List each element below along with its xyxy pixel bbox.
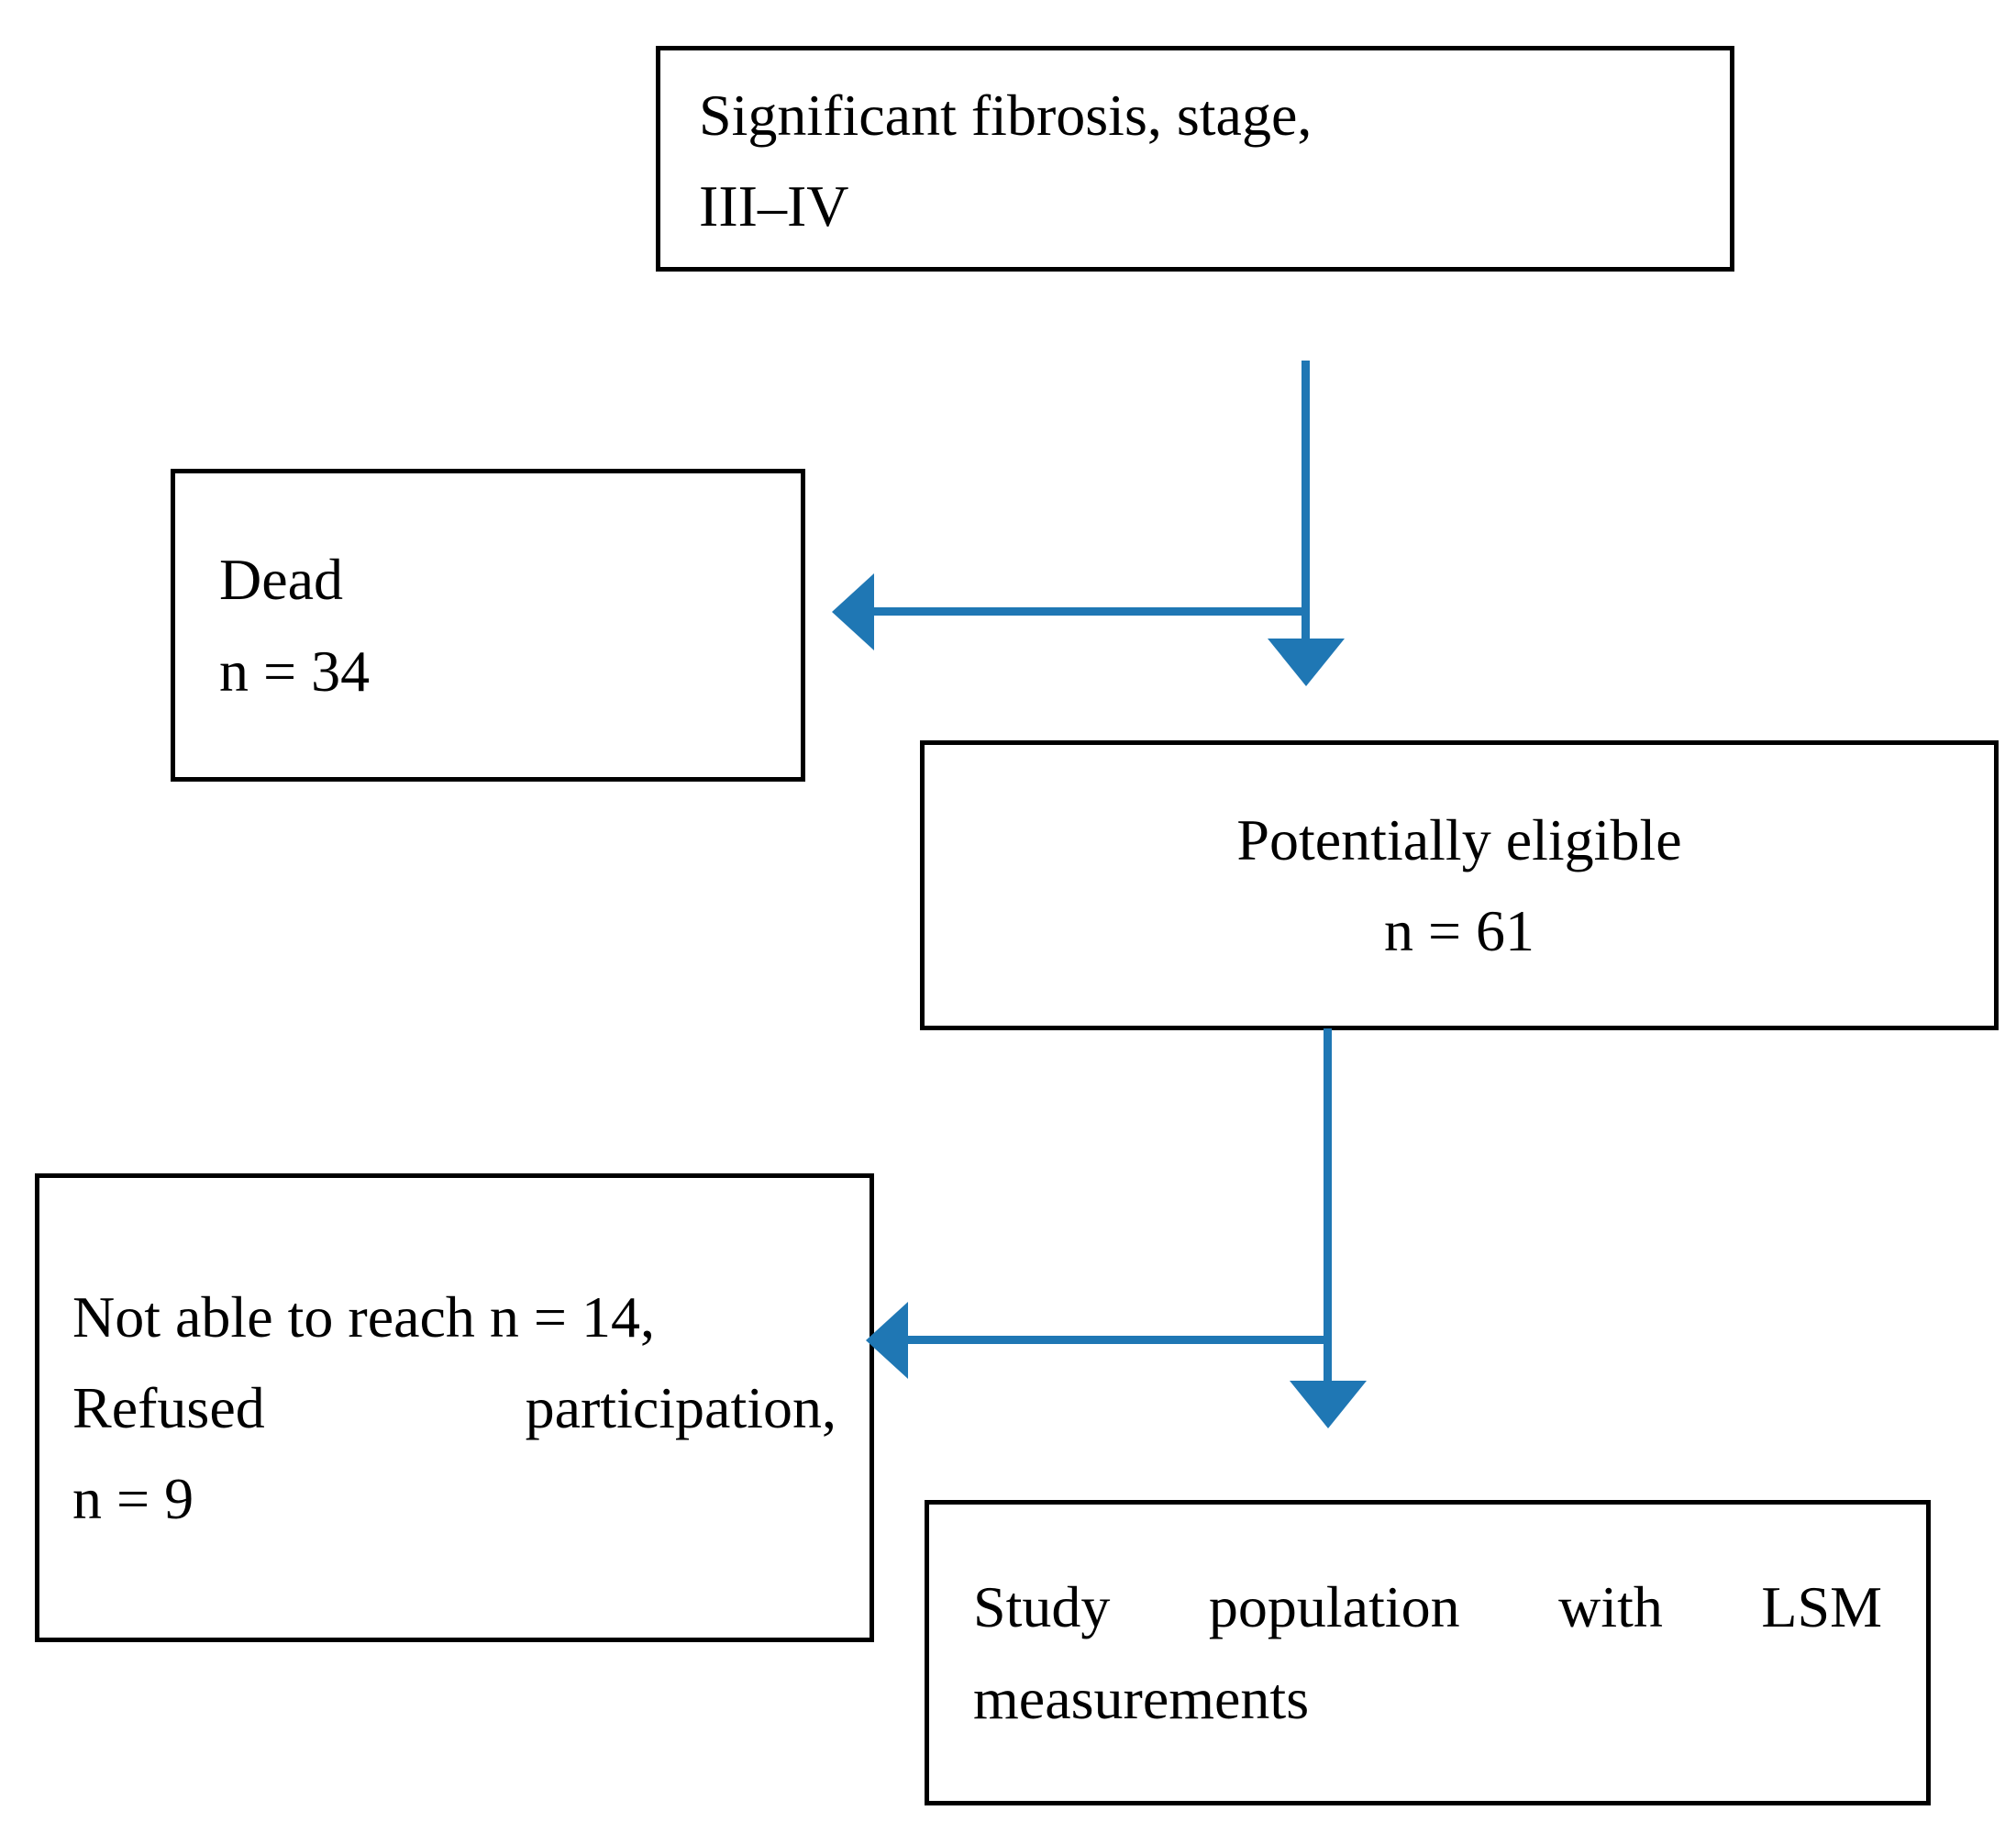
node-study-population-word-lsm: LSM <box>1761 1574 1882 1640</box>
edge-eligible-to-notreach-stem <box>906 1336 1329 1344</box>
node-study-population-word-study: Study <box>973 1574 1111 1640</box>
node-dead-line-2: n = 34 <box>219 638 371 704</box>
node-not-able-to-reach-line-1: Not able to reach n = 14, <box>72 1283 655 1350</box>
node-study-population: Study population with LSM measurements <box>925 1500 1931 1805</box>
node-potentially-eligible-line-2: n = 61 <box>1383 898 1535 963</box>
node-study-population-line-2: measurements <box>973 1665 1310 1731</box>
node-not-able-to-reach-line-3: n = 9 <box>72 1466 194 1532</box>
node-potentially-eligible-line-1: Potentially eligible <box>1236 806 1682 872</box>
node-study-population-word-population: population <box>1208 1574 1460 1640</box>
node-significant-fibrosis: Significant fibrosis, stage, III–IV <box>656 46 1734 272</box>
node-dead-line-1: Dead <box>219 547 344 613</box>
edge-fibrosis-to-dead-arrowhead <box>832 573 874 650</box>
node-not-able-to-reach-line-2: Refused participation, <box>39 1362 870 1453</box>
node-significant-fibrosis-line-1: Significant fibrosis, stage, <box>699 82 1313 148</box>
edge-fibrosis-to-dead-stem <box>871 607 1307 616</box>
node-potentially-eligible: Potentially eligible n = 61 <box>920 740 1999 1030</box>
node-study-population-line-1: Study population with LSM <box>929 1561 1926 1652</box>
node-not-able-to-reach-participation: participation, <box>525 1374 836 1440</box>
node-dead: Dead n = 34 <box>171 469 805 782</box>
node-not-able-to-reach: Not able to reach n = 14, Refused partic… <box>35 1173 874 1642</box>
edge-eligible-to-study-arrowhead <box>1290 1381 1367 1428</box>
edge-eligible-to-notreach-arrowhead <box>866 1302 908 1379</box>
node-study-population-word-with: with <box>1558 1574 1663 1640</box>
edge-eligible-to-study-stem <box>1324 1028 1332 1383</box>
edge-fibrosis-to-eligible-arrowhead <box>1268 639 1345 686</box>
edge-fibrosis-to-eligible-stem <box>1302 361 1310 640</box>
node-not-able-to-reach-refused: Refused <box>72 1374 265 1440</box>
node-significant-fibrosis-line-2: III–IV <box>699 173 849 239</box>
